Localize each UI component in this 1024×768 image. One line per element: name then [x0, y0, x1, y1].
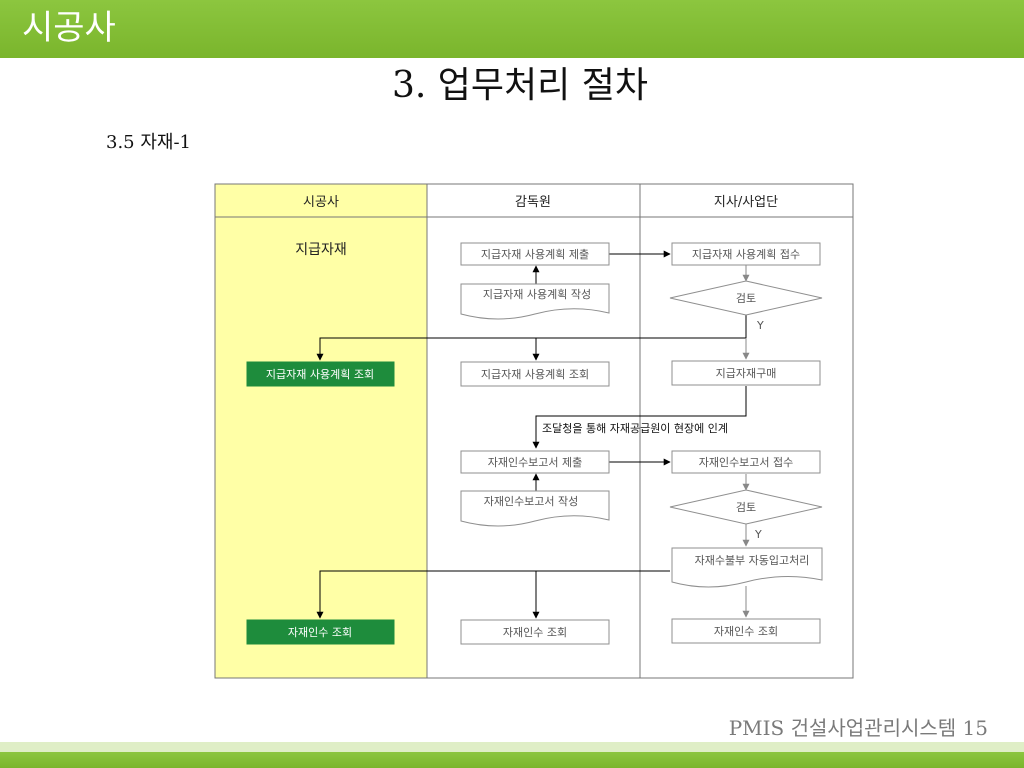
node-supervisor-view-plan-label: 지급자재 사용계획 조회	[481, 368, 589, 381]
node-review-2-label: 검토	[736, 501, 756, 514]
handover-note: 조달청을 통해 자재공급원이 현장에 인계	[542, 421, 728, 435]
node-supervisor-view-plan	[460, 361, 610, 387]
node-purchase	[671, 360, 821, 386]
node-contractor-view-plan-label: 지급자재 사용계획 조회	[266, 368, 374, 381]
lane-header-supervisor: 감독원	[515, 195, 551, 210]
header-bar: 시공사	[0, 0, 1024, 58]
header-title: 시공사	[22, 8, 116, 48]
lane-contractor-bg	[215, 184, 427, 678]
lane-header-contractor: 시공사	[303, 195, 339, 210]
node-purchase-label: 지급자재구매	[716, 367, 777, 380]
node-review-2	[669, 489, 823, 525]
group-label: 지급자재	[295, 242, 347, 258]
edge-purchase-report	[532, 386, 747, 449]
node-branch-view-receipt-label: 자재인수 조회	[714, 625, 778, 638]
node-receive-plan-label: 지급자재 사용계획 접수	[692, 248, 800, 261]
node-review-1-yes: Y	[756, 319, 764, 332]
edge-auto-contractor	[316, 570, 670, 619]
node-auto-process-label: 자재수불부 자동입고처리	[695, 554, 810, 567]
lane-frame	[214, 183, 854, 679]
node-submit-report	[460, 450, 610, 474]
node-contractor-view-receipt	[246, 619, 395, 645]
node-receive-plan	[671, 242, 821, 266]
node-write-plan	[460, 283, 610, 320]
footer-bar	[0, 742, 1024, 768]
node-review-1-label: 검토	[736, 292, 756, 305]
node-write-report-label: 자재인수보고서 작성	[484, 495, 579, 508]
node-branch-view-receipt	[671, 618, 821, 644]
node-contractor-view-plan	[246, 361, 395, 387]
node-supervisor-view-receipt-label: 자재인수 조회	[503, 626, 567, 639]
edge-review1-contractor	[316, 315, 747, 361]
node-receive-report-label: 자재인수보고서 접수	[699, 456, 794, 469]
node-write-plan-label: 지급자재 사용계획 작성	[483, 288, 591, 301]
node-review-2-yes: Y	[754, 528, 762, 541]
node-receive-report	[671, 450, 821, 474]
footer-text: PMIS 건설사업관리시스템 15	[728, 716, 988, 740]
lane-header-branch: 지사/사업단	[714, 195, 778, 210]
page-title: 3. 업무처리 절차	[392, 65, 648, 106]
node-review-1	[669, 280, 823, 316]
section-label: 3.5 자재-1	[106, 132, 192, 153]
node-submit-plan-label: 지급자재 사용계획 제출	[481, 248, 589, 261]
node-supervisor-view-receipt	[460, 619, 610, 645]
node-submit-plan	[460, 242, 610, 266]
node-auto-process	[671, 547, 823, 588]
node-submit-report-label: 자재인수보고서 제출	[488, 456, 583, 469]
node-write-report	[460, 490, 610, 527]
node-contractor-view-receipt-label: 자재인수 조회	[288, 626, 352, 639]
